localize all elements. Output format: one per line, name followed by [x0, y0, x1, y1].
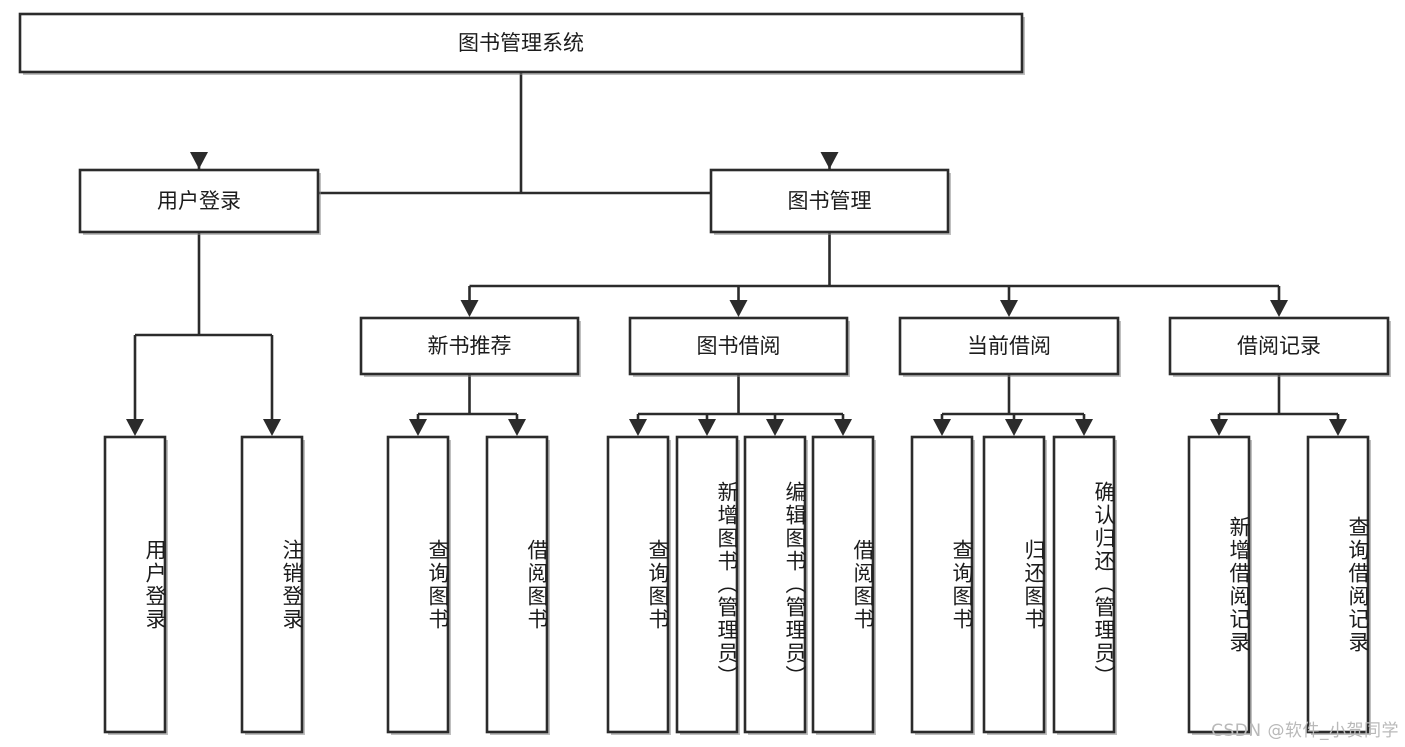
node-user-login[interactable]: [78, 168, 321, 235]
node-box: [910, 435, 974, 734]
node-label: 图书管理: [788, 189, 872, 213]
node-borrow-record[interactable]: [1168, 316, 1391, 377]
node-leaf-query-book-2[interactable]: [606, 435, 671, 735]
node-label: 新书推荐: [428, 334, 512, 358]
node-leaf-query-book-1[interactable]: [386, 435, 451, 735]
node-leaf-add-record[interactable]: [1187, 435, 1252, 735]
node-leaf-borrow-book-2[interactable]: [811, 435, 876, 735]
watermark-text: CSDN @软件_小贺同学: [1211, 721, 1399, 741]
node-leaf-query-book-3[interactable]: [910, 435, 975, 735]
node-current-borrow[interactable]: [898, 316, 1121, 377]
node-box: [811, 435, 875, 734]
node-box: [709, 168, 950, 234]
node-label: 当前借阅: [967, 334, 1051, 358]
node-box: [1306, 435, 1370, 734]
node-box: [1168, 316, 1390, 376]
node-box: [485, 435, 549, 734]
node-leaf-return-book[interactable]: [982, 435, 1047, 735]
node-label: 借阅记录: [1237, 334, 1321, 358]
node-leaf-query-record[interactable]: [1306, 435, 1371, 735]
node-leaf-edit-book[interactable]: [743, 435, 808, 735]
node-label: 图书管理系统: [458, 31, 584, 55]
node-leaf-confirm-return[interactable]: [1052, 435, 1117, 735]
node-root[interactable]: [18, 12, 1025, 75]
node-box: [606, 435, 670, 734]
node-box: [628, 316, 849, 376]
node-box: [1187, 435, 1251, 734]
node-box: [78, 168, 320, 234]
node-box: [386, 435, 450, 734]
node-box: [743, 435, 807, 734]
node-book-manage[interactable]: [709, 168, 951, 235]
node-box: [359, 316, 580, 376]
node-book-borrow[interactable]: [628, 316, 850, 377]
node-box: [982, 435, 1046, 734]
node-box: [240, 435, 304, 734]
node-box: [1052, 435, 1116, 734]
node-leaf-borrow-book-1[interactable]: [485, 435, 550, 735]
node-leaf-add-book[interactable]: [675, 435, 740, 735]
node-label: 用户登录: [157, 189, 241, 213]
node-box: [898, 316, 1120, 376]
node-leaf-logout[interactable]: [240, 435, 305, 735]
node-new-book-rec[interactable]: [359, 316, 581, 377]
node-label: 图书借阅: [697, 334, 781, 358]
node-box: [103, 435, 167, 734]
node-box: [675, 435, 739, 734]
node-leaf-user-login[interactable]: [103, 435, 168, 735]
node-box: [18, 12, 1024, 74]
